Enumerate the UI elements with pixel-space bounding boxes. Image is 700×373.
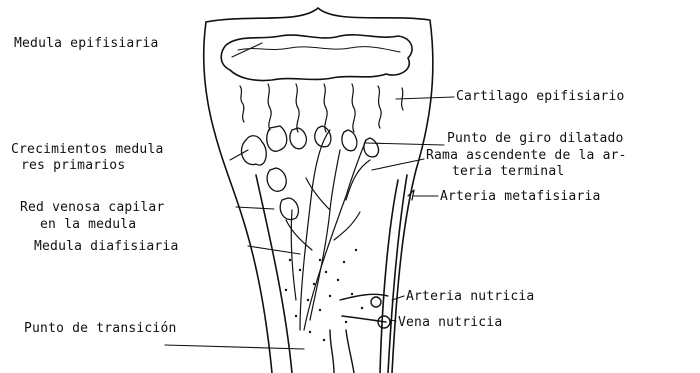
- label-crecimientos-line2: res primarios: [21, 158, 125, 173]
- label-red-venosa-line2: en la medula: [40, 217, 136, 232]
- label-vena-nutricia: Vena nutricia: [398, 315, 502, 330]
- label-medula-epifisiaria: Medula epifisiaria: [14, 36, 158, 51]
- epiphyseal-marrow: [221, 35, 412, 81]
- cortex-inner-left: [256, 175, 292, 373]
- label-arteria-metafisiaria: Arteria metafisiaria: [440, 189, 601, 204]
- label-medula-diafisiaria: Medula diafisiaria: [34, 239, 178, 254]
- label-rama-line2: teria terminal: [452, 164, 564, 179]
- label-arteria-nutricia: Arteria nutricia: [406, 289, 534, 304]
- label-punto-giro: Punto de giro dilatado: [447, 131, 624, 146]
- stippling: [285, 249, 363, 341]
- vascular-network: [286, 130, 370, 330]
- label-red-venosa-line1: Red venosa capilar: [20, 200, 164, 215]
- label-punto-transicion: Punto de transición: [24, 321, 177, 336]
- cartilage-columns: [240, 84, 403, 132]
- label-rama-line1: Rama ascendente de la ar-: [426, 148, 627, 163]
- label-cartilago-epifisiario: Cartilago epifisiario: [456, 89, 625, 104]
- label-crecimientos-line1: Crecimientos medula: [11, 142, 164, 157]
